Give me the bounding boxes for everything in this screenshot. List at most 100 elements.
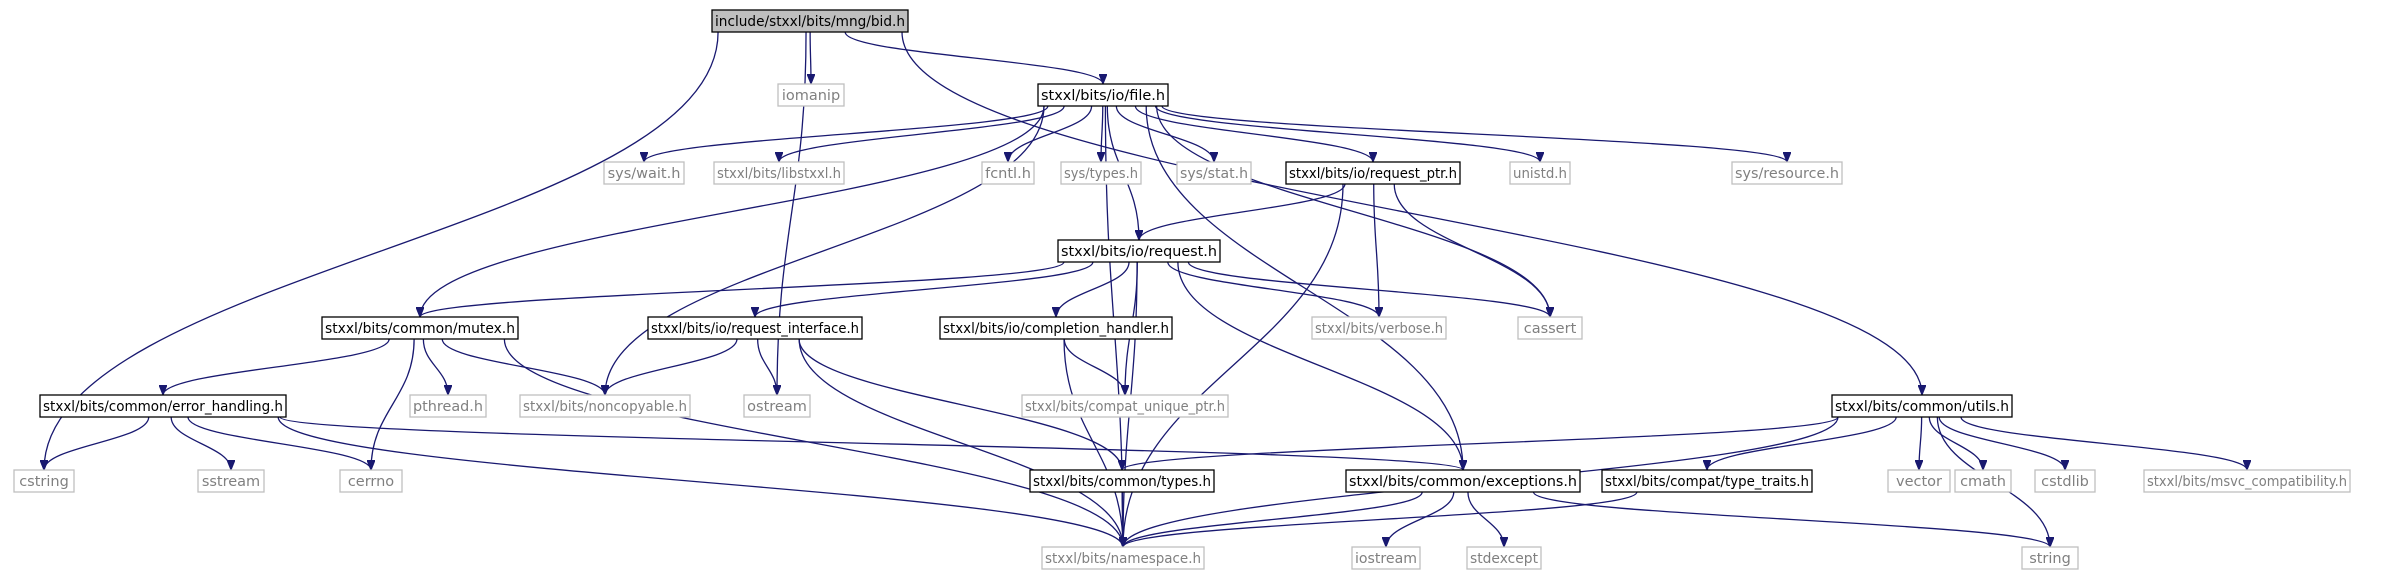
node-box [647, 316, 863, 340]
edge-typetraits-to-namespace [1123, 491, 1638, 548]
node-box [1021, 394, 1229, 418]
node-label: sys/wait.h [608, 166, 681, 182]
edge-request-to-exceptions [1177, 261, 1463, 470]
edge-file-to-fcntl [1008, 105, 1093, 163]
edge-file-to-cassert [1155, 105, 1550, 317]
node-complhandler[interactable]: stxxl/bits/io/completion_handler.h [939, 316, 1173, 340]
edge-bid-to-file [844, 31, 1103, 85]
node-mutex[interactable]: stxxl/bits/common/mutex.h [321, 316, 519, 340]
node-label: include/stxxl/bits/mng/bid.h [715, 14, 905, 30]
edge-reqiface-to-types [798, 338, 1122, 470]
node-exceptions[interactable]: stxxl/bits/common/exceptions.h [1345, 469, 1581, 493]
edge-bid-to-utils [901, 31, 1922, 395]
node-label: stxxl/bits/common/utils.h [1835, 399, 2009, 415]
node-box [13, 469, 75, 493]
node-ostream: ostream [743, 394, 811, 418]
edge-file-to-syswait [644, 105, 1049, 163]
node-vector: vector [1887, 469, 1951, 493]
node-label: stxxl/bits/compat_unique_ptr.h [1025, 399, 1225, 415]
node-label: stxxl/bits/libstxxl.h [717, 166, 841, 182]
node-box [1351, 546, 1421, 570]
edge-exceptions-to-stdexcept [1467, 491, 1504, 548]
edge-file-to-noncopyable [605, 105, 1045, 395]
node-box [713, 161, 845, 185]
node-label: stxxl/bits/common/exceptions.h [1349, 474, 1577, 490]
node-label: stxxl/bits/compat/type_traits.h [1605, 474, 1809, 490]
node-box [1831, 394, 2013, 418]
node-sysstat: sys/stat.h [1176, 161, 1252, 185]
node-utils[interactable]: stxxl/bits/common/utils.h [1831, 394, 2013, 418]
node-cerrno: cerrno [339, 469, 403, 493]
edge-reqiface-to-noncopyable [605, 338, 738, 396]
node-iostream: iostream [1351, 546, 1421, 570]
node-label: cstring [19, 474, 69, 490]
node-box [1887, 469, 1951, 493]
edge-request-to-complhandler [1056, 261, 1130, 318]
node-requestptr[interactable]: stxxl/bits/io/request_ptr.h [1285, 161, 1461, 185]
edge-file-to-libstxxl [779, 105, 1065, 163]
node-box [1731, 161, 1843, 185]
node-label: ostream [747, 399, 807, 415]
edge-complhandler-to-namespace [1063, 338, 1123, 547]
edge-file-to-sysstat [1115, 105, 1214, 163]
node-label: cstdlib [2041, 474, 2089, 490]
node-stdexcept: stdexcept [1466, 546, 1542, 570]
node-errhandling[interactable]: stxxl/bits/common/error_handling.h [39, 394, 287, 418]
edge-file-to-exceptions [1145, 105, 1463, 470]
node-label: stxxl/bits/common/error_handling.h [43, 399, 283, 415]
node-typetraits[interactable]: stxxl/bits/compat/type_traits.h [1601, 469, 1813, 493]
edge-utils-to-vector [1919, 416, 1922, 470]
node-box [39, 394, 287, 418]
node-label: sys/types.h [1064, 166, 1138, 182]
edge-mutex-to-pthread [422, 338, 448, 395]
node-label: stxxl/bits/common/types.h [1033, 474, 1211, 490]
edge-exceptions-to-string [1532, 491, 2050, 548]
node-box [777, 83, 845, 107]
node-box [1509, 161, 1571, 185]
node-label: stxxl/bits/io/completion_handler.h [943, 321, 1169, 337]
node-verbose: stxxl/bits/verbose.h [1311, 316, 1447, 340]
edge-requestptr-to-verbose [1373, 183, 1379, 317]
edge-utils-to-cstdlib [1938, 416, 2065, 471]
node-box [2021, 546, 2079, 570]
edge-utils-to-types [1122, 416, 1839, 471]
edge-request-to-verbose [1167, 261, 1379, 318]
node-fcntl: fcntl.h [981, 161, 1035, 185]
edge-mutex-to-cerrno [371, 338, 415, 470]
edge-utils-to-cmath [1928, 416, 1983, 471]
node-label: stxxl/bits/namespace.h [1045, 551, 1201, 567]
node-box [321, 316, 519, 340]
node-file[interactable]: stxxl/bits/io/file.h [1037, 83, 1169, 107]
node-box [409, 394, 487, 418]
node-label: stxxl/bits/io/request_ptr.h [1289, 166, 1457, 182]
node-label: sstream [202, 474, 260, 490]
node-box [981, 161, 1035, 185]
node-msvc: stxxl/bits/msvc_compatibility.h [2143, 469, 2351, 493]
edge-bid-to-iomanip [810, 31, 811, 84]
node-string: string [2021, 546, 2079, 570]
node-bid[interactable]: include/stxxl/bits/mng/bid.h [711, 9, 909, 33]
node-box [1060, 161, 1142, 185]
node-box [1466, 546, 1542, 570]
node-request[interactable]: stxxl/bits/io/request.h [1057, 239, 1221, 263]
node-box [1345, 469, 1581, 493]
node-types[interactable]: stxxl/bits/common/types.h [1029, 469, 1215, 493]
node-box [1029, 469, 1215, 493]
node-box [1517, 316, 1583, 340]
node-label: unistd.h [1513, 166, 1567, 182]
edge-errhandling-to-cerrno [187, 416, 371, 471]
edge-request-to-cassert [1187, 261, 1550, 318]
node-cstdlib: cstdlib [2034, 469, 2096, 493]
edge-mutex-to-namespace [503, 338, 1123, 547]
edge-errhandling-to-exceptions [279, 416, 1463, 471]
edge-request-to-reqiface [755, 261, 1094, 318]
node-box [1041, 546, 1205, 570]
node-box [711, 9, 909, 33]
edge-errhandling-to-namespace [277, 416, 1123, 548]
node-syswait: sys/wait.h [603, 161, 685, 185]
edge-file-to-sysresource [1161, 105, 1787, 163]
node-label: stxxl/bits/noncopyable.h [523, 399, 687, 415]
node-reqiface[interactable]: stxxl/bits/io/request_interface.h [647, 316, 863, 340]
